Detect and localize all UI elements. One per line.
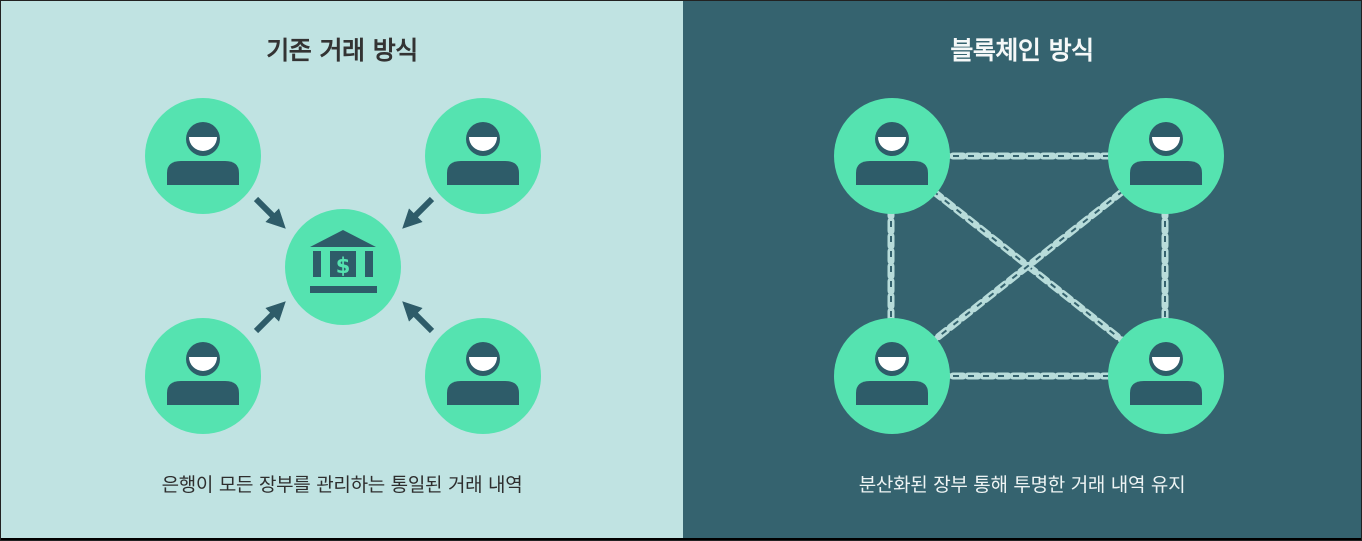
user-node-bottom-left xyxy=(834,318,950,434)
blockchain-title: 블록체인 방식 xyxy=(950,36,1094,65)
user-node-bottom-right xyxy=(425,318,541,434)
blockchain-caption: 분산화된 장부 통해 투명한 거래 내역 유지 xyxy=(858,474,1186,496)
arrow-bottom-right xyxy=(402,301,435,334)
user-node-bottom-right xyxy=(1108,318,1224,434)
arrow-bottom-left xyxy=(253,301,286,334)
centralized-diagram: $ xyxy=(145,98,541,434)
chain-diagonal-b xyxy=(929,187,1127,345)
user-node-top-right xyxy=(425,98,541,214)
user-node-bottom-left xyxy=(145,318,261,434)
arrows xyxy=(253,196,435,334)
user-node-top-left xyxy=(834,98,950,214)
arrow-top-right xyxy=(402,196,435,229)
bank-node: $ xyxy=(285,209,401,325)
arrow-top-left xyxy=(253,196,286,229)
bank-icon xyxy=(310,230,377,293)
centralized-caption: 은행이 모든 장부를 관리하는 통일된 거래 내역 xyxy=(161,474,523,496)
blockchain-panel: 블록체인 방식 xyxy=(683,1,1361,538)
blockchain-diagram xyxy=(834,98,1224,434)
user-node-top-right xyxy=(1108,98,1224,214)
centralized-panel: 기존 거래 방식 xyxy=(1,1,683,538)
dollar-symbol: $ xyxy=(336,254,351,278)
user-node-top-left xyxy=(145,98,261,214)
centralized-title: 기존 거래 방식 xyxy=(266,36,418,65)
